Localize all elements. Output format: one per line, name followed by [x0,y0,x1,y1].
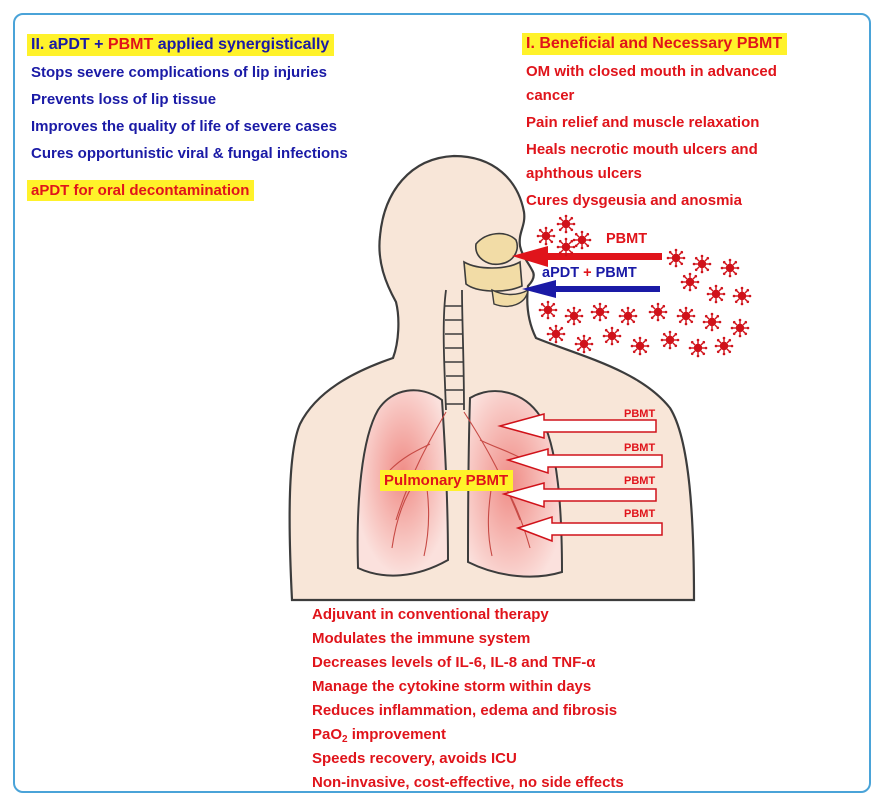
right-item-1b: cancer [526,87,575,104]
bottom-item-2: Modulates the immune system [312,630,531,647]
figure-frame [13,13,871,793]
left-item-2: Prevents loss of lip tissue [31,91,217,108]
bottom-item-7: Speeds recovery, avoids ICU [312,750,517,767]
left-highlight: aPDT for oral decontamination [27,180,255,201]
oral-pbmt-label: PBMT [606,231,648,247]
oral-apdt-label: aPDT + PBMT [542,265,637,281]
right-item-3a: Heals necrotic mouth ulcers and [526,141,758,158]
lung-arrow-label-4: PBMT [624,508,656,520]
laser-arrow-icon [512,246,662,298]
left-item-4: Cures opportunistic viral & fungal infec… [31,145,348,162]
bottom-item-1: Adjuvant in conventional therapy [312,606,549,623]
right-item-3b: aphthous ulcers [526,165,642,182]
right-item-4: Cures dysgeusia and anosmia [526,192,742,209]
bottom-item-8: Non-invasive, cost-effective, no side ef… [312,774,624,791]
right-item-1a: OM with closed mouth in advanced [526,63,777,80]
right-panel-heading: I. Beneficial and Necessary PBMT [522,33,788,55]
bottom-item-3: Decreases levels of IL-6, IL-8 and TNF-α [312,654,596,671]
bottom-item-4: Manage the cytokine storm within days [312,678,592,695]
left-item-1: Stops severe complications of lip injuri… [31,64,327,81]
bottom-item-5: Reduces inflammation, edema and fibrosis [312,702,618,719]
left-panel-heading: II. aPDT + PBMT applied synergistically [27,34,335,56]
pulmonary-pbmt-label: Pulmonary PBMT [380,470,514,491]
lung-arrow-label-2: PBMT [624,442,656,454]
lung-arrow-label-1: PBMT [624,408,656,420]
lung-arrows [497,413,663,543]
left-item-3: Improves the quality of life of severe c… [31,118,337,135]
bottom-item-pao2: PaO2 improvement [312,726,446,745]
right-item-2: Pain relief and muscle relaxation [526,114,760,131]
lung-arrow-label-3: PBMT [624,475,656,487]
